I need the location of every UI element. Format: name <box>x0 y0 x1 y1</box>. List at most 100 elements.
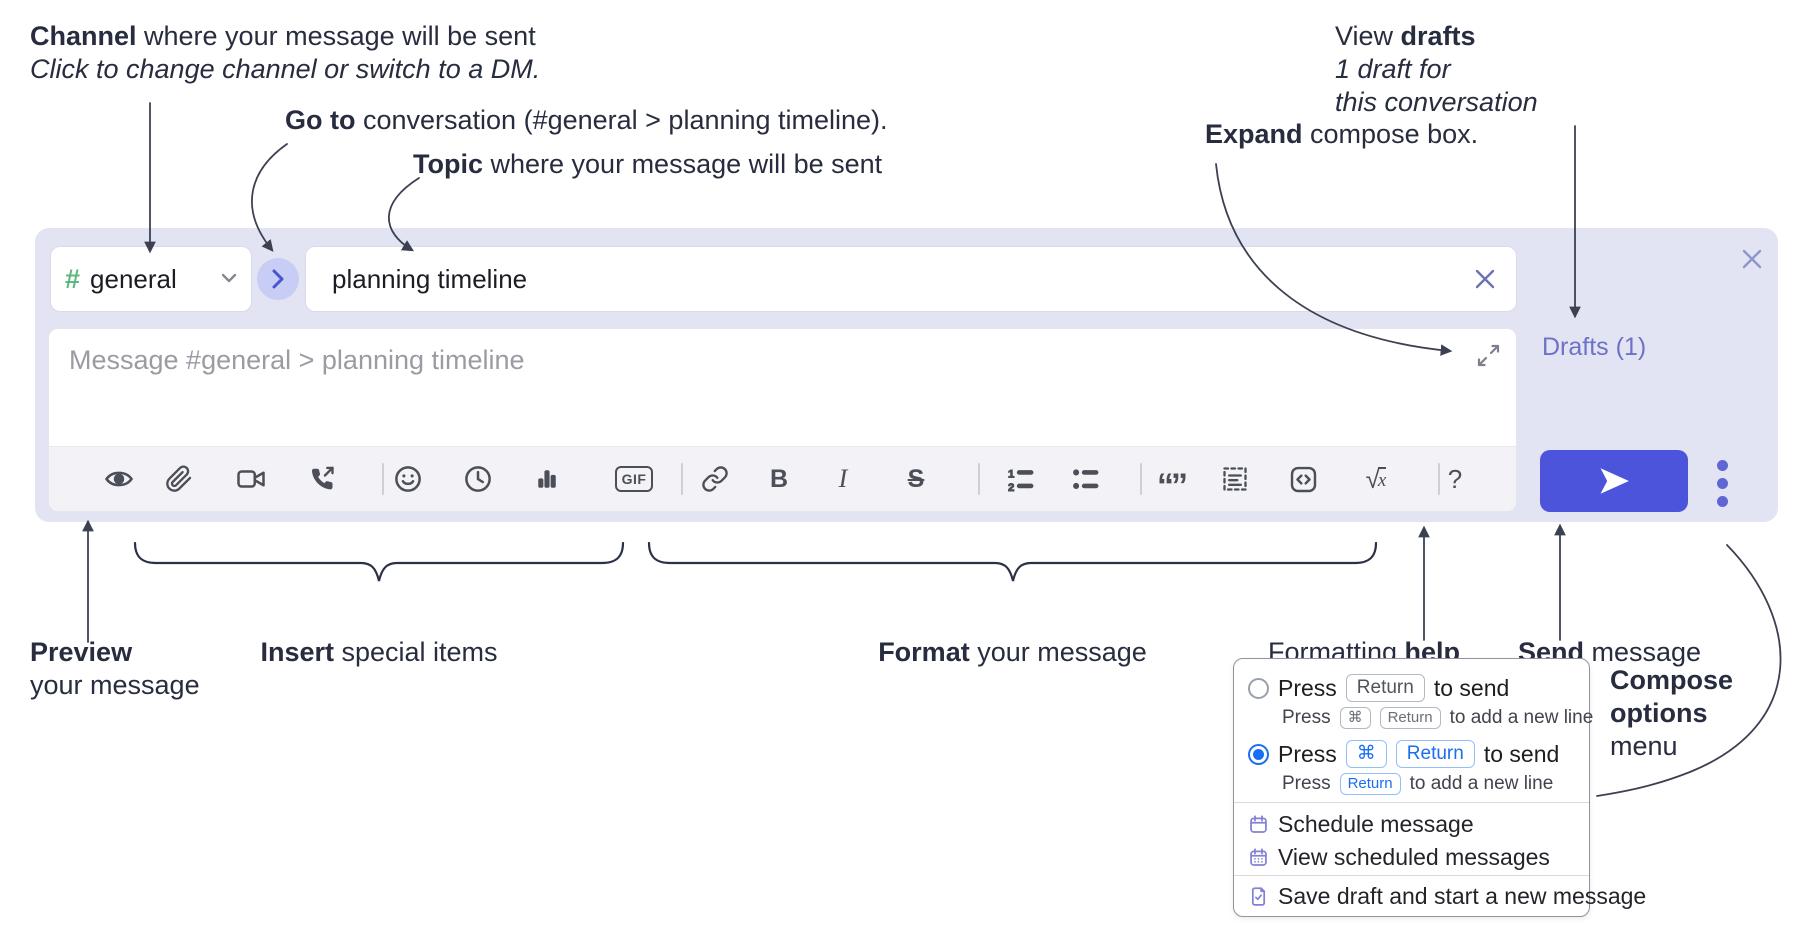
toolbar-divider <box>978 463 980 495</box>
message-input[interactable]: Message #general > planning timeline <box>49 329 1516 448</box>
expand-annotation-rest: compose box. <box>1302 119 1479 149</box>
topic-annotation-bold: Topic <box>413 149 483 179</box>
menu-option-return-to-send[interactable]: Press Return to send <box>1248 674 1509 702</box>
video-button[interactable] <box>233 461 269 497</box>
radio-selected-icon[interactable] <box>1248 743 1269 765</box>
menu-item-save-draft-label: Save draft and start a new message <box>1278 883 1647 909</box>
menu-option-cmd-return-to-send[interactable]: Press ⌘ Return to send <box>1248 740 1559 768</box>
view-drafts-annotation: View drafts 1 draft for this conversatio… <box>1335 20 1538 119</box>
toolbar-divider <box>1140 463 1142 495</box>
drafts-link[interactable]: Drafts (1) <box>1542 333 1647 361</box>
message-box: Message #general > planning timeline <box>48 328 1517 512</box>
compose-options-line1: Compose <box>1610 665 1734 695</box>
clear-topic-icon[interactable] <box>1472 266 1498 292</box>
menu-option-cmd-return-sub: Press Return to add a new line <box>1282 773 1553 795</box>
send-button[interactable] <box>1540 450 1688 512</box>
dot <box>1717 478 1728 489</box>
blockquote-glyph: “” <box>1157 467 1188 505</box>
send-annotation-rest: message <box>1584 637 1702 667</box>
return-keycap-blue-small: Return <box>1339 773 1401 795</box>
gif-button[interactable]: GIF <box>609 461 659 497</box>
chevron-down-icon <box>221 270 237 288</box>
insert-annotation: Insert special items <box>135 636 623 669</box>
attach-paperclip-button[interactable] <box>161 461 197 497</box>
toolbar-divider <box>681 463 683 495</box>
compose-options-line3: menu <box>1610 731 1678 761</box>
goto-conversation-button[interactable] <box>257 258 299 300</box>
radical-glyph: √ <box>1365 463 1380 494</box>
expand-annotation-bold: Expand <box>1205 119 1303 149</box>
toolbar-divider <box>1438 463 1440 495</box>
schedule-clock-button[interactable] <box>460 461 496 497</box>
return-keycap: Return <box>1345 674 1425 702</box>
bold-glyph: B <box>769 464 789 493</box>
format-annotation-rest: your message <box>969 637 1147 667</box>
emoji-button[interactable] <box>390 461 426 497</box>
menu-row1-press: Press <box>1278 674 1337 701</box>
channel-annotation: Channel where your message will be sent … <box>30 20 540 86</box>
dot <box>1717 460 1728 471</box>
blockquote-button[interactable]: “” <box>1153 461 1189 505</box>
insert-annotation-bold: Insert <box>260 637 334 667</box>
svg-text:1: 1 <box>1008 468 1015 480</box>
menu-item-save-draft[interactable]: Save draft and start a new message <box>1248 883 1646 910</box>
topic-annotation: Topic where your message will be sent <box>413 148 882 181</box>
compose-options-button[interactable] <box>1717 460 1728 507</box>
formula-variable: x <box>1377 466 1387 492</box>
menu-item-view-scheduled-label: View scheduled messages <box>1278 844 1550 870</box>
topic-field <box>305 246 1517 312</box>
bold-button[interactable]: B <box>761 461 797 497</box>
channel-annotation-rest: where your message will be sent <box>136 21 536 51</box>
chevron-right-icon <box>272 269 284 289</box>
channel-annotation-bold: Channel <box>30 21 137 51</box>
menu-row2-post: to send <box>1483 740 1560 767</box>
menu-item-schedule[interactable]: Schedule message <box>1248 811 1474 838</box>
menu-option-return-sub: Press ⌘ Return to add a new line <box>1282 707 1593 729</box>
goto-annotation: Go to conversation (#general > planning … <box>285 104 888 137</box>
menu-item-view-scheduled[interactable]: View scheduled messages <box>1248 844 1550 871</box>
expand-compose-icon[interactable] <box>1475 342 1502 374</box>
preview-annotation: Preview your message <box>30 636 200 702</box>
calendar-icon <box>1250 815 1267 833</box>
bulleted-list-button[interactable] <box>1068 461 1104 497</box>
radio-unselected-icon[interactable] <box>1248 677 1269 699</box>
insert-brace <box>133 541 625 582</box>
formula-button[interactable]: √x <box>1355 461 1397 497</box>
gif-label: GIF <box>614 466 654 492</box>
preview-eye-button[interactable] <box>101 461 137 497</box>
view-drafts-line2: 1 draft for <box>1335 54 1451 84</box>
code-snippet-button[interactable] <box>1217 461 1253 497</box>
dot <box>1717 496 1728 507</box>
goto-annotation-bold: Go to <box>285 105 356 135</box>
topic-input[interactable] <box>330 262 1460 296</box>
cmd-keycap-blue: ⌘ <box>1345 740 1387 768</box>
preview-annotation-bold: Preview <box>30 637 133 667</box>
close-icon[interactable] <box>1737 244 1767 274</box>
channel-annotation-line2: Click to change channel or switch to a D… <box>30 54 541 84</box>
goto-annotation-rest: conversation (#general > planning timeli… <box>355 105 888 135</box>
view-drafts-line3: this conversation <box>1335 87 1538 117</box>
strikethrough-button[interactable]: S <box>898 461 934 497</box>
message-placeholder: Message #general > planning timeline <box>69 345 525 375</box>
insert-annotation-rest: special items <box>333 637 498 667</box>
poll-bars-button[interactable] <box>529 461 565 497</box>
compose-options-line2: options <box>1610 698 1708 728</box>
draft-document-icon <box>1251 887 1266 906</box>
menu-row2sub-press: Press <box>1282 773 1331 794</box>
topic-annotation-rest: where your message will be sent <box>483 149 883 179</box>
code-block-button[interactable] <box>1285 461 1321 497</box>
italic-button[interactable]: I <box>825 461 861 497</box>
italic-glyph: I <box>838 464 848 493</box>
menu-row1sub-press: Press <box>1282 707 1331 728</box>
formatting-help-button[interactable]: ? <box>1437 461 1473 497</box>
phone-call-button[interactable] <box>304 461 340 497</box>
link-button[interactable] <box>697 461 733 497</box>
menu-row2-press: Press <box>1278 740 1337 767</box>
calendar-dots-icon <box>1250 848 1267 866</box>
channel-selector[interactable]: # general <box>50 246 252 312</box>
menu-row1-post: to send <box>1433 674 1510 701</box>
cmd-keycap: ⌘ <box>1339 707 1371 729</box>
expand-annotation: Expand compose box. <box>1205 118 1478 151</box>
